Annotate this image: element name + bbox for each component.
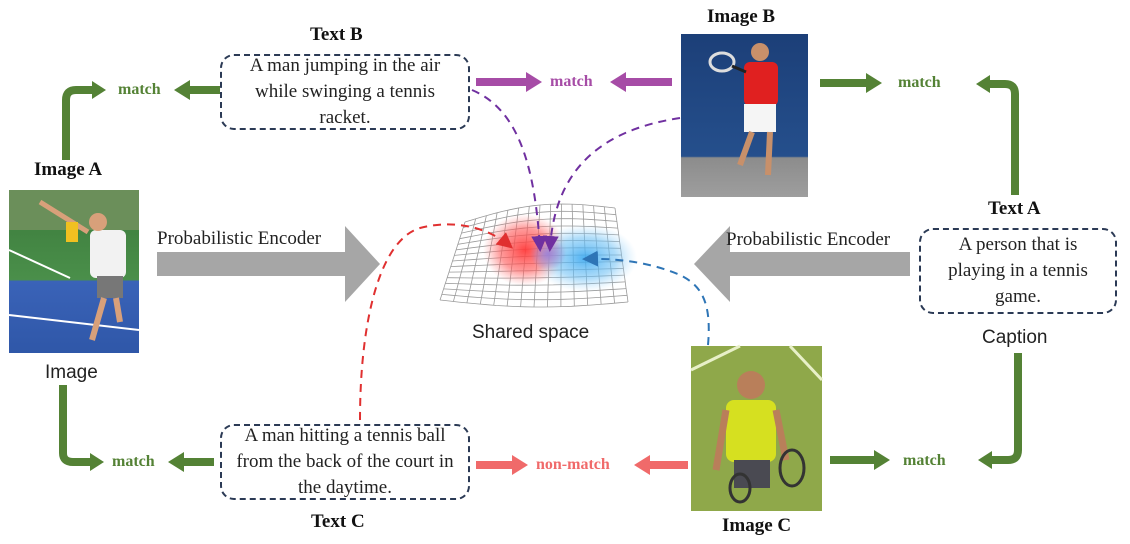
red-arrow-from-image-c [634, 455, 688, 475]
dashed-curve-image-b [542, 117, 681, 252]
label-image-a: Image A [34, 159, 103, 180]
grid-row-line [441, 294, 628, 301]
arrow-to-match-bottom-left [168, 452, 214, 472]
arrow-to-match-bottom-right [830, 450, 890, 470]
label-text-b: Text B [310, 24, 363, 45]
shared-space-blobs [483, 214, 637, 292]
green-arrowhead-bottom-right [978, 451, 992, 469]
match-label-bottom-center: non-match [536, 456, 610, 473]
green-connector-top-right [990, 80, 1019, 195]
match-label-top-left: match [118, 81, 161, 98]
green-arrowhead-top-left [92, 81, 106, 99]
green-arrowhead-bottom-left [90, 453, 104, 471]
encoder-arrow-left [157, 226, 380, 302]
green-connector-bottom-right [992, 353, 1022, 464]
encoder-label-left: Probabilistic Encoder [157, 228, 322, 249]
arrow-to-match-top-left [174, 80, 220, 100]
dashed-curve-text-b [471, 89, 548, 252]
match-label-top-center: match [550, 73, 593, 90]
green-connector-top-left [62, 86, 92, 160]
label-image-c: Image C [722, 515, 792, 536]
green-arrowhead-top-right [976, 75, 990, 93]
dashed-curve-image-c [582, 250, 710, 346]
text-b-content: A man jumping in the air while swinging … [249, 55, 441, 128]
caption-image: Image [45, 362, 98, 383]
text-box-c: A man hitting a tennis ball from the bac… [220, 424, 470, 500]
dashed-curve-text-c [359, 223, 514, 421]
encoder-label-right: Probabilistic Encoder [726, 229, 891, 250]
label-image-b: Image B [707, 6, 776, 27]
image-b [681, 34, 808, 197]
text-a-content: A person that is playing in a tennis gam… [948, 234, 1088, 307]
arrow-to-match-top-right [820, 73, 882, 93]
match-label-bottom-right: match [903, 452, 946, 469]
label-text-a: Text A [988, 198, 1041, 219]
match-label-bottom-left: match [112, 453, 155, 470]
text-c-content: A man hitting a tennis ball from the bac… [236, 425, 454, 498]
image-a [8, 190, 140, 353]
text-box-a: A person that is playing in a tennis gam… [919, 228, 1117, 314]
encoder-arrow-right [694, 226, 910, 302]
purple-arrow-from-image-b [610, 72, 672, 92]
caption-shared-space: Shared space [472, 322, 590, 343]
green-connector-bottom-left [59, 385, 90, 466]
image-c [690, 344, 824, 511]
match-label-top-right: match [898, 74, 941, 91]
red-arrow-from-text-c [476, 455, 528, 475]
label-text-c: Text C [311, 511, 365, 532]
grid-row-line [439, 299, 629, 308]
purple-arrow-from-text-b [476, 72, 542, 92]
text-box-b: A man jumping in the air while swinging … [220, 54, 470, 130]
caption-caption: Caption [982, 327, 1048, 348]
